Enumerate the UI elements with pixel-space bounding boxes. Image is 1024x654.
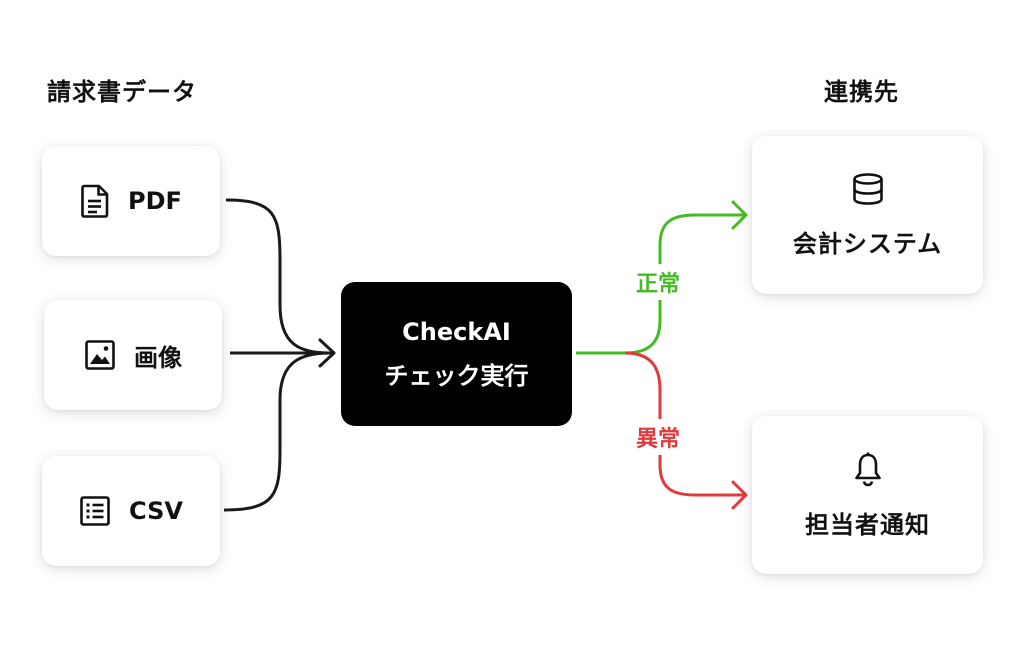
connector-csv [223, 351, 331, 512]
checkai-node: CheckAI チェック実行 [341, 282, 572, 426]
branch-label-abnormal: 異常 [632, 419, 685, 455]
input-label-csv: CSV [129, 497, 183, 525]
inputs-heading: 請求書データ [47, 78, 197, 106]
outputs-heading: 連携先 [824, 78, 899, 106]
arrowhead-abnormal [731, 480, 748, 510]
input-card-csv: CSV [42, 456, 220, 566]
output-card-accounting: 会計システム [752, 136, 983, 294]
input-label-image: 画像 [134, 343, 182, 372]
branch-label-normal: 正常 [632, 264, 685, 300]
input-label-pdf: PDF [128, 187, 182, 215]
connector-pdf [225, 198, 331, 355]
bell-icon [853, 451, 883, 487]
arrowhead-normal [731, 200, 748, 230]
arrowhead-hub [318, 338, 336, 368]
output-label-accounting: 会計システム [792, 229, 943, 258]
output-label-notification: 担当者通知 [805, 510, 930, 539]
image-icon [84, 339, 116, 371]
database-icon [851, 172, 885, 206]
document-icon [80, 184, 110, 218]
list-icon [79, 495, 111, 527]
input-card-pdf: PDF [42, 146, 220, 256]
connector-normal [624, 213, 745, 355]
hub-title: CheckAI [402, 317, 511, 346]
input-card-image: 画像 [44, 300, 222, 410]
output-card-notification: 担当者通知 [752, 416, 983, 574]
hub-subtitle: チェック実行 [384, 361, 529, 390]
